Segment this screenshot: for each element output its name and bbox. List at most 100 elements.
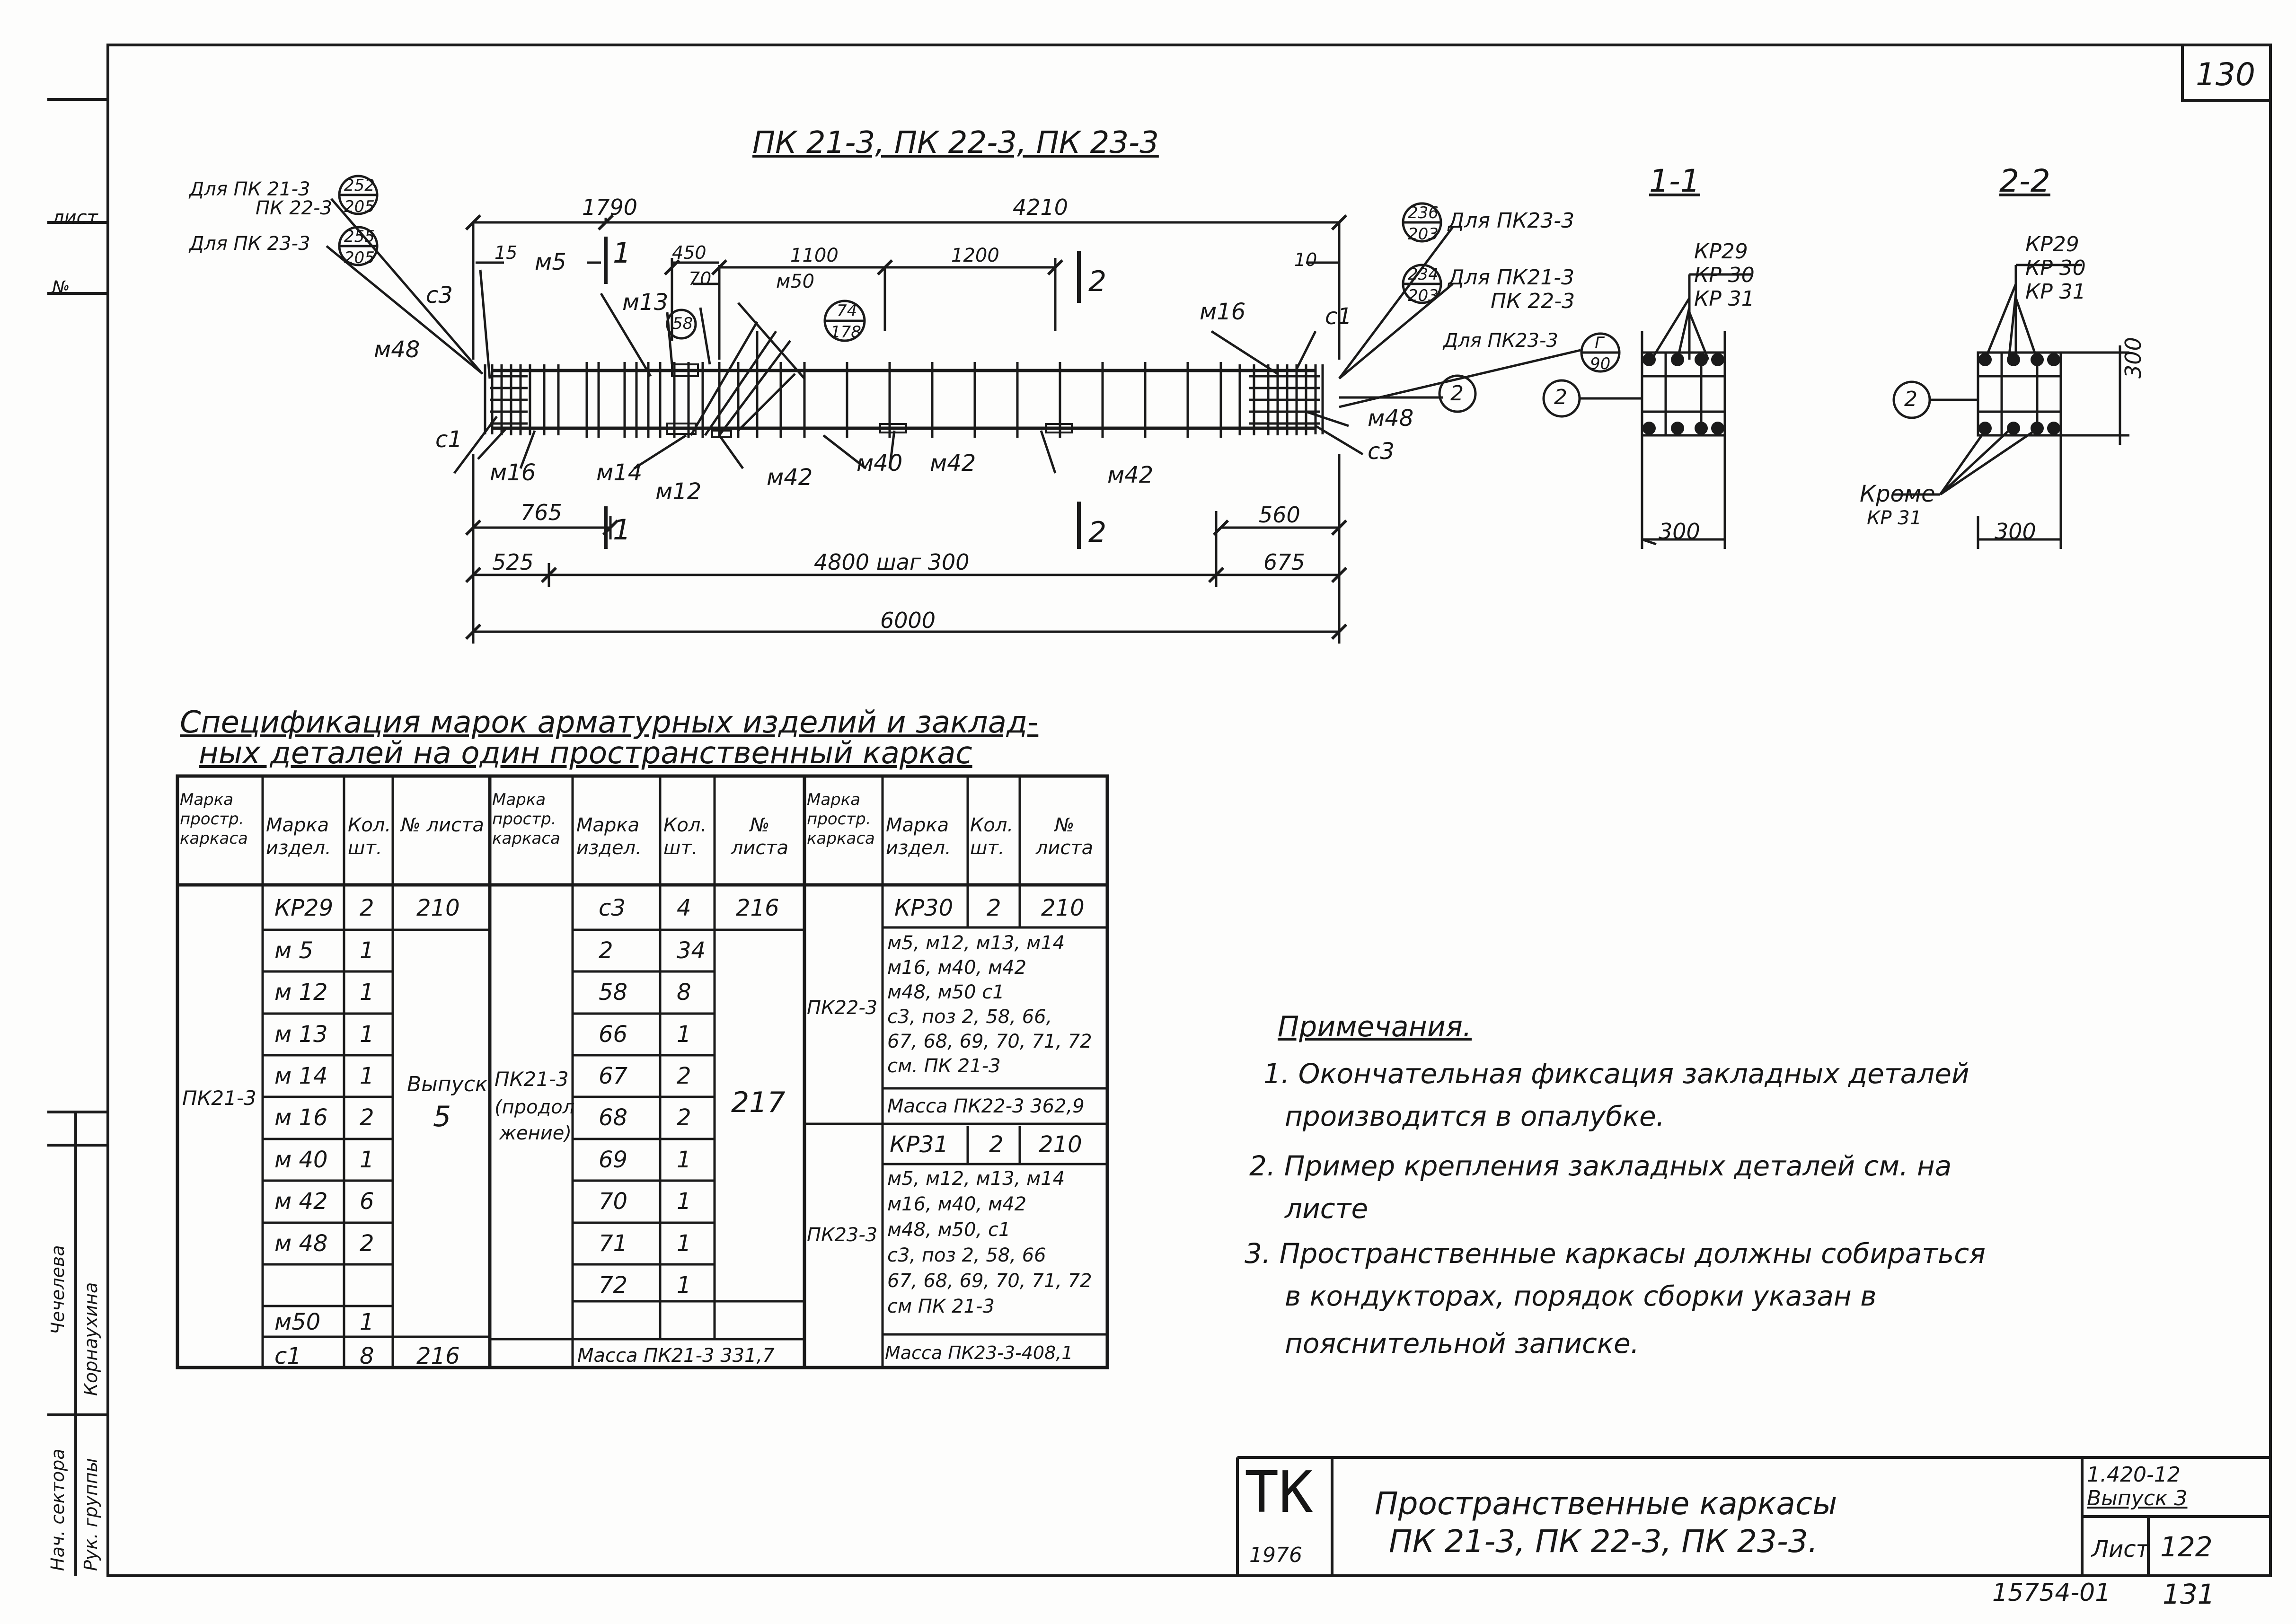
spec-b2-row-mark: 72 <box>599 1272 628 1298</box>
mark-m48-right: м48 <box>1368 405 1414 432</box>
callout-right-line4: Для ПК23-3 <box>1443 330 1558 352</box>
spec-b2-row-mark: 70 <box>599 1188 628 1215</box>
callout-right-c2a: 234 <box>1408 265 1439 284</box>
callout-right-line2: Для ПК21-3 <box>1448 265 1575 290</box>
spec-b2-row-qty: 4 <box>677 895 691 921</box>
elevation-lines <box>326 198 1581 644</box>
callout-right-c3b: 90 <box>1590 354 1611 373</box>
dim-1200: 1200 <box>951 245 999 266</box>
spec-b2-row-qty: 1 <box>677 1147 691 1173</box>
spec-b2-row-qty: 2 <box>677 1063 691 1089</box>
spec-h1-mark: Марка издел. <box>266 814 331 859</box>
spec-b1-row-qty: 8 <box>360 1343 374 1369</box>
spec-b1-row-qty: 1 <box>360 937 374 964</box>
mark-c1-right: с1 <box>1325 303 1352 330</box>
mark-m42-b: м42 <box>930 450 976 477</box>
spec-b2-row-qty: 2 <box>677 1104 691 1131</box>
spec-title-1: Спецификация марок арматурных изделий и … <box>180 705 1039 740</box>
corner-sheet-number: 130 <box>2196 56 2255 93</box>
spec-b1-row-mark: м 40 <box>274 1147 328 1173</box>
cut-1-bottom: 1 <box>613 513 631 547</box>
spec-b3-text-2-line: м16, м40, м42 <box>887 1193 1027 1215</box>
spec-b3-mass-1: Масса ПК22-3 362,9 <box>887 1095 1085 1117</box>
callout-right-line3: ПК 22-3 <box>1491 289 1575 313</box>
spec-b1-row-mark: с1 <box>274 1343 301 1369</box>
spec-b1-row-qty: 2 <box>360 895 374 921</box>
section-1-1-dim: 300 <box>1659 519 1700 544</box>
spec-b2-mass: Масса ПК21-3 331,7 <box>577 1345 775 1367</box>
callout-right-c2b: 203 <box>1408 286 1439 305</box>
mark-circ-74: 74 <box>837 301 857 320</box>
cut-1-top: 1 <box>613 237 631 270</box>
strip-label-list: лист <box>52 207 98 229</box>
spec-b3-text-2-line: 67, 68, 69, 70, 71, 72 <box>887 1270 1092 1292</box>
spec-b1-row-sheet: 210 <box>416 895 460 921</box>
spec-title-2: ных деталей на один пространственный кар… <box>199 736 972 771</box>
strip-name-1: Чечелева <box>47 1245 68 1334</box>
spec-b3-text-1-line: с3, поз 2, 58, 66, <box>887 1006 1052 1028</box>
mark-circ-2: 2 <box>1450 381 1464 406</box>
mark-m42-c: м42 <box>1107 462 1154 488</box>
spec-h2-sheet: № листа <box>731 814 789 859</box>
callout-left-c1a: 252 <box>344 176 375 195</box>
section-1-1-kp31: КР 31 <box>1694 287 1755 311</box>
spec-h3-mark: Марка издел. <box>886 814 951 859</box>
spec-h3-frame: Марка простр. каркаса <box>807 790 875 848</box>
spec-b3-frame-2: ПК23-3 <box>807 1224 878 1246</box>
spec-b1-row-mark: м50 <box>274 1309 321 1335</box>
spec-b1-row-mark: м 16 <box>274 1104 328 1131</box>
spec-h1-qty: Кол. шт. <box>348 814 391 859</box>
spec-b3-text-2-line: см ПК 21-3 <box>887 1296 995 1317</box>
dim-525: 525 <box>492 549 534 575</box>
callout-left-c2a: 255 <box>344 227 375 246</box>
drawing-title: ПК 21-3, ПК 22-3, ПК 23-3 <box>752 125 1159 160</box>
sheet-frame <box>106 44 2272 1577</box>
spec-b3-text-2-line: м48, м50, с1 <box>887 1219 1011 1241</box>
spec-b1-row-qty: 1 <box>360 1309 374 1335</box>
spec-b3-text-2-line: м5, м12, м13, м14 <box>887 1168 1065 1190</box>
section-2-2-dim-h: 300 <box>2120 337 2146 379</box>
spec-b1-row-mark: м 42 <box>274 1188 328 1215</box>
section-1-1-lines <box>1580 273 1751 549</box>
spec-b2-merged-sheet: 217 <box>731 1086 786 1119</box>
mark-circ-178: 178 <box>830 323 861 342</box>
section-1-1-title: 1-1 <box>1649 163 1700 199</box>
dim-450: 450 <box>672 242 706 263</box>
section-2-2-kp31: КР 31 <box>2025 280 2086 304</box>
titleblock-name-2: ПК 21-3, ПК 22-3, ПК 23-3. <box>1389 1523 1818 1560</box>
mark-m12: м12 <box>655 478 702 505</box>
spec-h2-qty: Кол. шт. <box>663 814 707 859</box>
dim-765: 765 <box>521 500 562 525</box>
mark-m16-right: м16 <box>1200 299 1246 325</box>
spec-b2-frame-a: ПК21-3 <box>495 1068 569 1091</box>
strip-role-2: Рук. группы <box>80 1458 101 1571</box>
titleblock-sheet-label: Лист <box>2092 1536 2149 1562</box>
spec-b2-row-mark: 66 <box>599 1021 628 1048</box>
dim-4210: 4210 <box>1013 194 1069 220</box>
mark-c3-left: с3 <box>426 282 453 309</box>
spec-b1-row-mark: м 5 <box>274 937 314 964</box>
mark-m48-left: м48 <box>374 336 420 363</box>
spec-b2-frame-c: жение) <box>499 1122 572 1144</box>
titleblock-name-1: Пространственные каркасы <box>1375 1485 1837 1522</box>
spec-b1-row-mark: м 14 <box>274 1063 328 1089</box>
spec-b1-row-qty: 1 <box>360 1147 374 1173</box>
notes-line: 1. Окончательная фиксация закладных дета… <box>1263 1058 1969 1090</box>
titleblock-year: 1976 <box>1249 1543 1302 1567</box>
dim-4800: 4800 шаг 300 <box>814 549 970 575</box>
mark-m50: м50 <box>776 271 815 292</box>
spec-b1-row-mark: м 48 <box>274 1230 328 1257</box>
dim-6000: 6000 <box>880 608 936 633</box>
cut-2-bottom: 2 <box>1088 516 1107 549</box>
spec-b1-row-qty: 2 <box>360 1230 374 1257</box>
spec-b1-row-qty: 6 <box>360 1188 374 1215</box>
spec-b2-row-mark: 58 <box>599 979 628 1006</box>
spec-b3-text-1-line: см. ПК 21-3 <box>887 1055 1001 1077</box>
spec-b1-row-qty: 1 <box>360 1021 374 1048</box>
mark-m5: м5 <box>535 249 566 275</box>
spec-b2-row-mark: 2 <box>599 937 613 964</box>
section-1-1-kp29: КР29 <box>1694 239 1748 264</box>
section-2-2-title: 2-2 <box>1999 163 2050 199</box>
spec-b2-row-sheet: 216 <box>736 895 779 921</box>
